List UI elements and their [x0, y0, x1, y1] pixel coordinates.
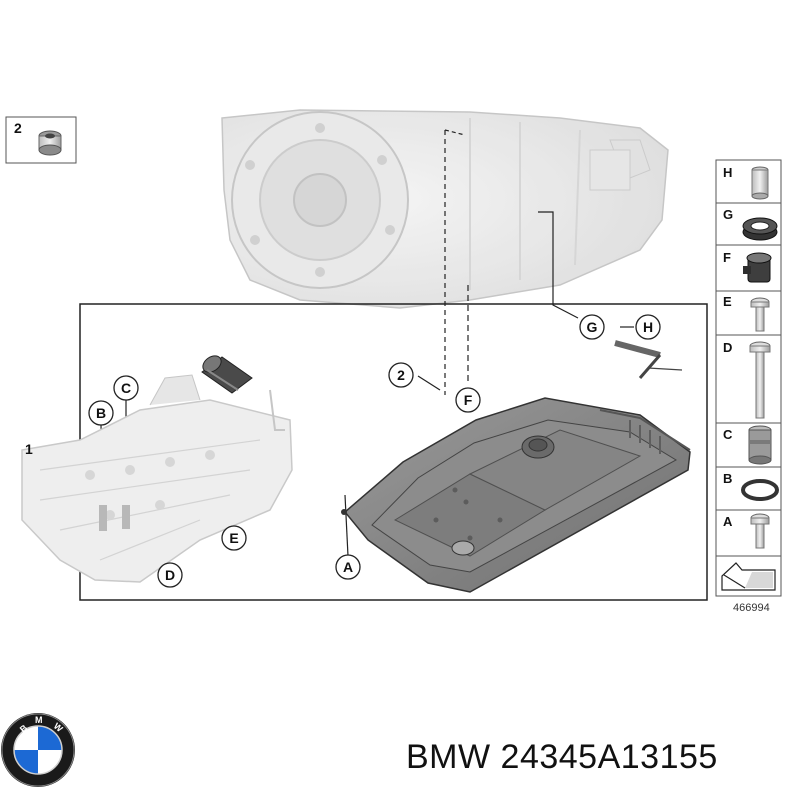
svg-text:A: A: [343, 559, 353, 575]
oil-pan: [341, 397, 691, 593]
diagram-number: 466994: [733, 602, 770, 614]
legend-label-F: F: [723, 250, 731, 265]
label-1: 1: [25, 441, 33, 457]
callout-H: H: [635, 314, 661, 340]
svg-text:M: M: [35, 715, 43, 725]
legend-label-C: C: [723, 427, 733, 442]
seal-ring-G-icon: [742, 217, 778, 241]
legend-label-E: E: [723, 294, 732, 309]
svg-text:H: H: [643, 319, 653, 335]
svg-text:B: B: [96, 405, 106, 421]
svg-text:B: B: [18, 722, 30, 734]
callout-E: E: [221, 525, 247, 551]
pipe-part-icon: [614, 340, 683, 379]
svg-text:E: E: [229, 530, 238, 546]
bolt-D-icon: [749, 341, 771, 419]
callout-G: G: [579, 314, 605, 340]
bolt-E-icon: [750, 297, 770, 332]
legend-label-A: A: [723, 514, 733, 529]
callout-F: F: [455, 387, 481, 413]
o-ring-B-icon: [741, 479, 779, 501]
callout-2: 2: [388, 362, 414, 388]
valve-body: [21, 374, 293, 583]
legend-label-D: D: [723, 340, 732, 355]
connector-F-icon: [743, 252, 772, 283]
transmission-housing: [221, 109, 669, 309]
callout-A: A: [335, 554, 361, 580]
arrow-symbol-icon: [721, 562, 776, 591]
parts-legend: H G F E D: [715, 159, 782, 597]
bmw-logo: B M W: [1, 713, 75, 787]
svg-text:G: G: [587, 319, 598, 335]
bolt-A-icon: [750, 513, 770, 549]
legend-label-G: G: [723, 207, 733, 222]
legend-label-H: H: [723, 165, 732, 180]
filter-sleeve-icon: [201, 355, 253, 394]
svg-text:D: D: [165, 567, 175, 583]
sleeve-C-icon: [748, 425, 772, 465]
svg-text:F: F: [464, 392, 473, 408]
inset-label: 2: [14, 120, 22, 136]
legend-label-B: B: [723, 471, 732, 486]
svg-text:2: 2: [397, 367, 405, 383]
inset-part-2: 2: [5, 116, 77, 164]
callout-B: B: [88, 400, 114, 426]
sleeve-H-icon: [751, 166, 769, 200]
part-number-caption: BMW 24345A13155: [406, 738, 718, 776]
svg-text:C: C: [121, 380, 131, 396]
callout-C: C: [113, 375, 139, 401]
drain-plug-icon: [38, 130, 62, 156]
callout-D: D: [157, 562, 183, 588]
